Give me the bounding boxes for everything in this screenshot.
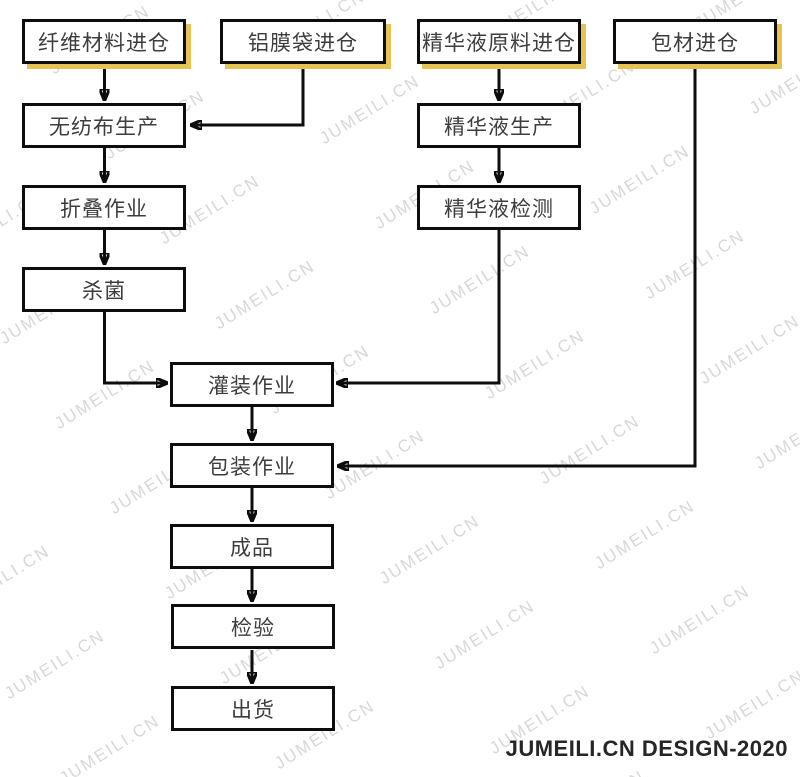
edge-packagingin-to-packing <box>338 66 697 466</box>
node-label: 精华液生产 <box>444 115 554 139</box>
node-filling: 灌装作业 <box>170 362 334 407</box>
node-foil-bag-in: 铝膜袋进仓 <box>220 19 386 64</box>
node-label: 包装作业 <box>208 455 296 479</box>
node-essence-raw-in: 精华液原料进仓 <box>417 19 581 64</box>
node-folding: 折叠作业 <box>22 185 186 230</box>
design-credit: JUMEILI.CN DESIGN-2020 <box>505 736 788 761</box>
node-fiber-in: 纤维材料进仓 <box>22 19 186 64</box>
edge-sterilize-to-filling <box>103 312 168 383</box>
node-label: 灌装作业 <box>208 374 296 398</box>
node-label: 折叠作业 <box>60 197 148 221</box>
node-shipping: 出货 <box>171 686 335 731</box>
node-essence-prod: 精华液生产 <box>417 103 581 148</box>
node-label: 杀菌 <box>82 279 126 303</box>
node-label: 包材进仓 <box>651 31 739 55</box>
node-essence-test: 精华液检测 <box>417 185 581 230</box>
node-label: 无纺布生产 <box>49 115 159 139</box>
node-finished: 成品 <box>170 524 334 569</box>
node-packaging-in: 包材进仓 <box>613 19 777 64</box>
node-label: 出货 <box>231 698 275 722</box>
node-label: 铝膜袋进仓 <box>248 31 358 55</box>
node-label: 纤维材料进仓 <box>38 31 170 55</box>
node-label: 精华液检测 <box>444 197 554 221</box>
node-inspection: 检验 <box>171 604 335 649</box>
node-label: 检验 <box>231 616 275 640</box>
edge-essencetest-to-filling <box>337 230 501 383</box>
node-sterilize: 杀菌 <box>22 267 186 312</box>
node-packing: 包装作业 <box>170 443 334 488</box>
node-label: 精华液原料进仓 <box>422 31 576 55</box>
node-nonwoven-prod: 无纺布生产 <box>22 103 186 148</box>
edge-foilbag-to-nonwoven <box>191 66 305 125</box>
node-label: 成品 <box>230 536 274 560</box>
